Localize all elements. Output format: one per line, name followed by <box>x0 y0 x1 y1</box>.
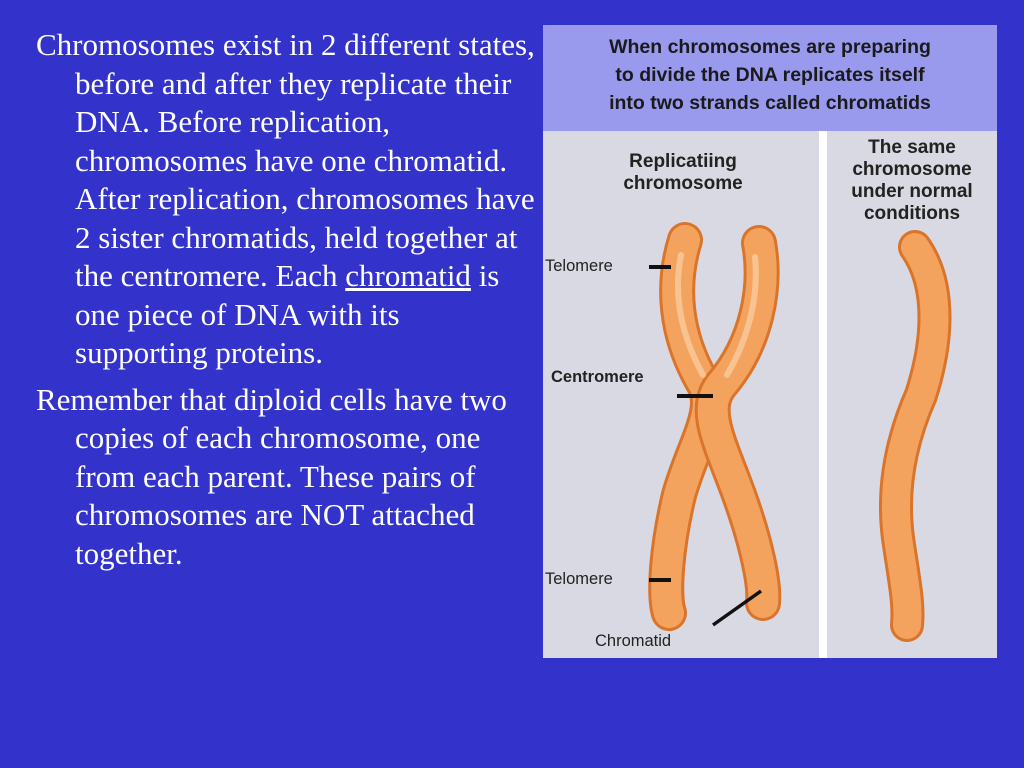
paragraph-chromosome-states: Chromosomes exist in 2 different states,… <box>36 26 536 373</box>
chromosome-figure: When chromosomes are preparing to divide… <box>543 25 997 658</box>
centromere-label: Centromere <box>551 368 644 386</box>
telomere-top-label: Telomere <box>545 257 613 275</box>
chromatid-left-highlight <box>674 252 706 378</box>
paragraph-1-text-end: is one piece of DNA with its supporting … <box>75 258 500 370</box>
panel-divider <box>819 131 827 658</box>
normal-chromosome-heading: The same chromosome under normal conditi… <box>851 137 973 224</box>
slide-text-block: Chromosomes exist in 2 different states,… <box>36 26 536 581</box>
chromatid-label: Chromatid <box>595 632 672 650</box>
chromosome-illustration <box>648 131 952 658</box>
telomere-bottom-label: Telomere <box>545 570 613 588</box>
chromatid-right-fill <box>697 228 779 618</box>
caption-line-2: to divide the DNA replicates itself <box>615 64 925 86</box>
replicating-chromosome-heading: Replicatiing chromosome <box>623 151 743 194</box>
paragraph-1-text: Chromosomes exist in 2 different states,… <box>36 27 535 293</box>
chromatid-link[interactable]: chromatid <box>345 258 471 293</box>
caption-line-1: When chromosomes are preparing <box>609 36 931 58</box>
normal-chromosome-fill <box>881 233 949 639</box>
figure-caption: When chromosomes are preparing to divide… <box>543 25 997 131</box>
chromatid-pointer <box>711 589 763 627</box>
chromatid-right-highlight <box>724 254 759 378</box>
caption-line-3: into two strands called chromatids <box>609 92 931 114</box>
paragraph-diploid-cells: Remember that diploid cells have two cop… <box>36 381 507 571</box>
